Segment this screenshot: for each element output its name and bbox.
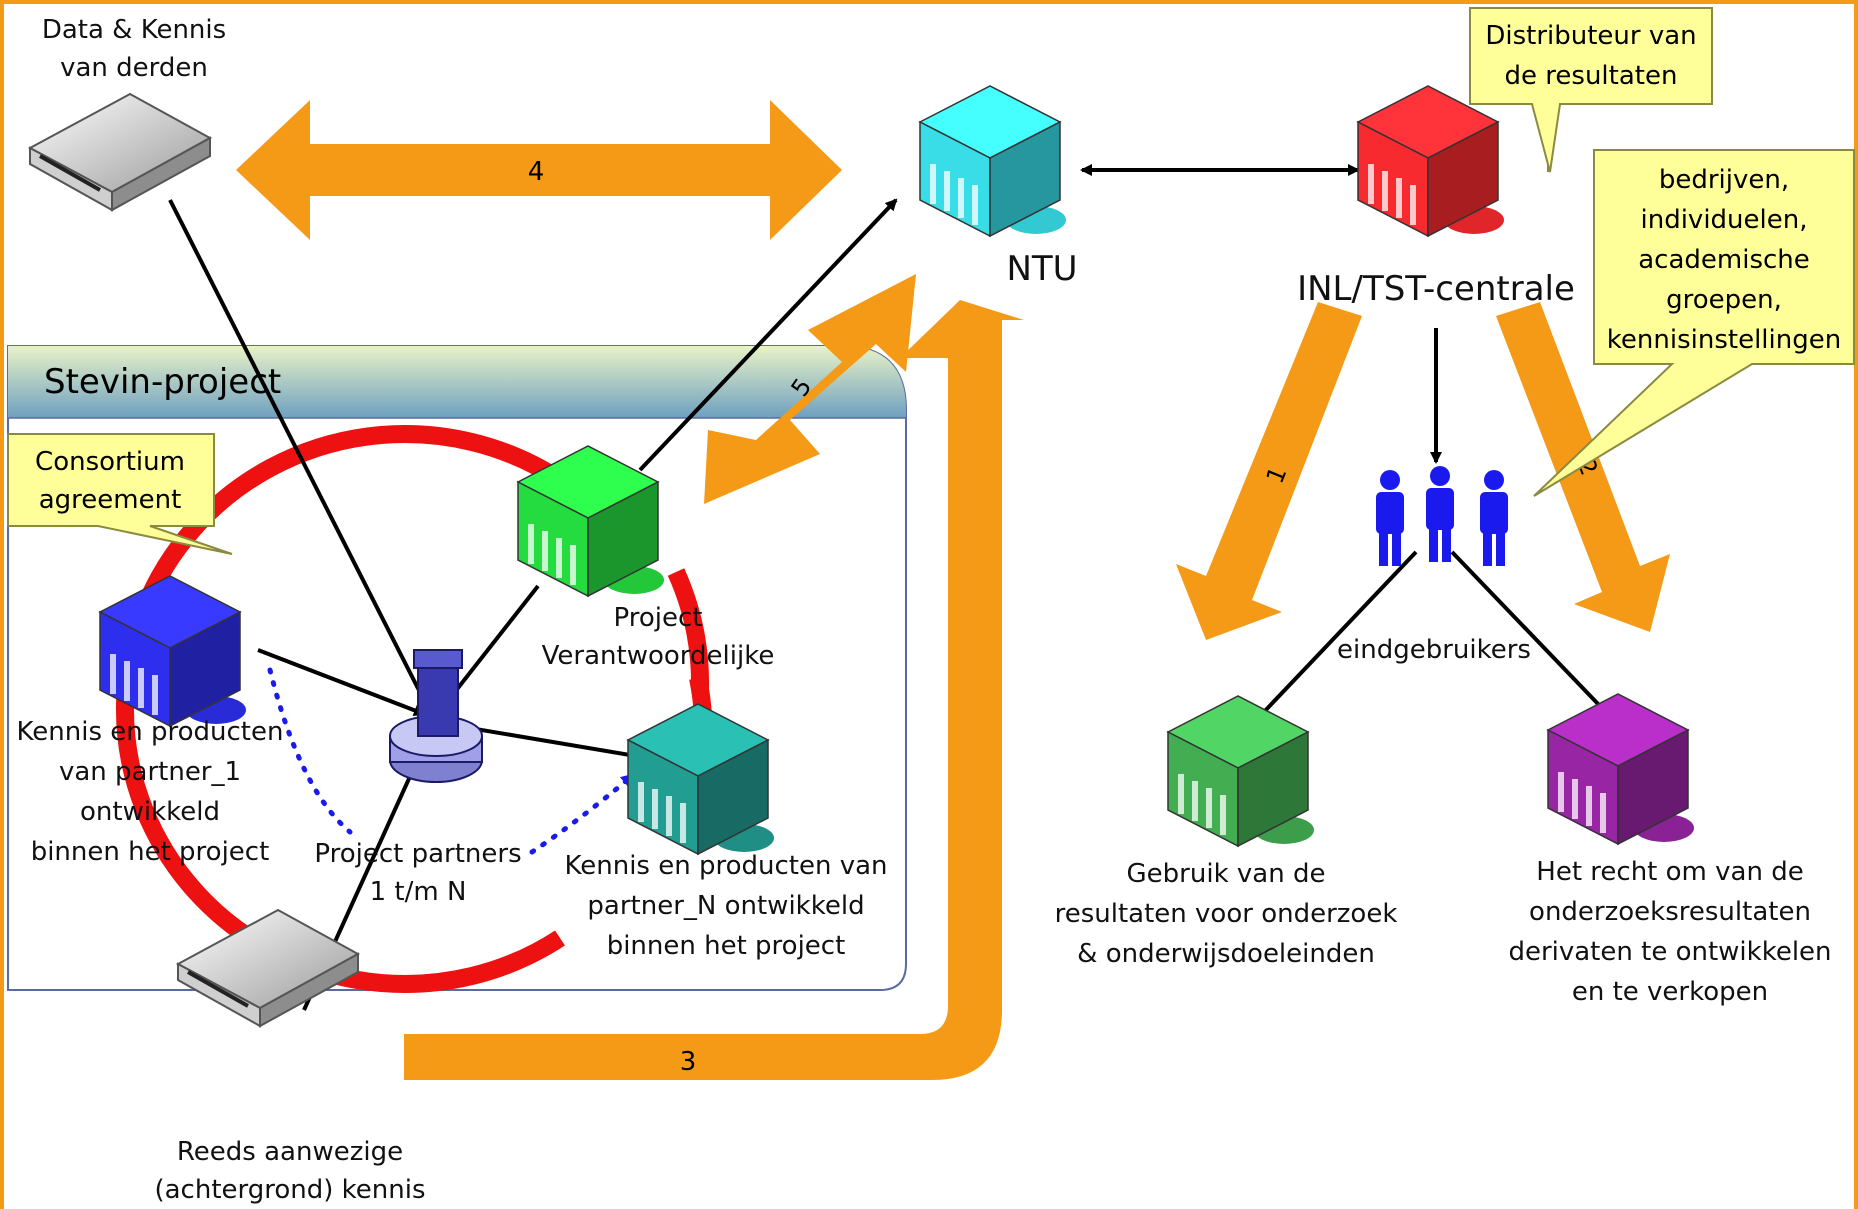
derivatives-label: Het recht om van de onderzoeksresultaten d…	[1508, 857, 1831, 1007]
use-research-building	[1166, 695, 1314, 848]
pNlbl-line-1: Kennis en producten van	[564, 851, 887, 881]
labels: Data & Kennis van derden NTU INL/TST-cen…	[17, 15, 1832, 1205]
background-label-1: Reeds aanwezige	[177, 1137, 403, 1167]
inl-building	[1356, 85, 1504, 238]
derivatives-building	[1546, 693, 1694, 846]
drvlbl-line-2: onderzoeksresultaten	[1529, 897, 1811, 927]
arrow-3-label: 3	[680, 1047, 697, 1077]
usersnote-line-5: kennisinstellingen	[1607, 325, 1841, 355]
background-label-2: (achtergrond) kennis	[154, 1175, 425, 1205]
p1lbl-line-1: Kennis en producten	[17, 717, 284, 747]
arrow-1: 1	[1176, 302, 1362, 640]
partner1-building	[98, 575, 246, 728]
svg-text:Consortium: Consortium	[35, 447, 185, 477]
users-note: bedrijven, individuelen, academische groepe…	[1533, 149, 1855, 497]
pNlbl-line-2: partner_N ontwikkeld	[587, 891, 864, 921]
endusers-label: eindgebruikers	[1337, 635, 1531, 665]
arrow-3: 3	[404, 300, 1024, 1080]
p1lbl-line-4: binnen het project	[31, 837, 270, 867]
usersnote-line-1: bedrijven,	[1659, 165, 1789, 195]
users-note-text: bedrijven, individuelen, academische groepe…	[1607, 165, 1841, 355]
urlbl-line-2: resultaten voor onderzoek	[1055, 899, 1398, 929]
pNlbl-line-3: binnen het project	[607, 931, 846, 961]
server-icon	[175, 908, 361, 1028]
p1lbl-line-3: ontwikkeld	[80, 797, 220, 827]
partnerN-building	[626, 703, 774, 856]
drvlbl-line-3: derivaten te ontwikkelen	[1508, 937, 1831, 967]
distributor-note: Distributeur van de resultaten	[1469, 7, 1713, 173]
partners-label-1: Project partners	[314, 839, 521, 869]
server-icon	[27, 92, 213, 212]
ntu-label: NTU	[1006, 249, 1077, 289]
project-lead-label-2: Verantwoordelijke	[542, 641, 775, 671]
partners-label-2: 1 t/m N	[370, 877, 467, 907]
third-party-label-1: Data & Kennis	[42, 15, 226, 45]
arrow-4-label: 4	[528, 157, 545, 187]
urlbl-line-3: & onderwijsdoeleinden	[1077, 939, 1375, 969]
p1lbl-line-2: van partner_1	[59, 757, 241, 787]
dotted-links	[267, 667, 636, 855]
ntu-building	[918, 85, 1066, 238]
drvlbl-line-4: en te verkopen	[1572, 977, 1768, 1007]
urlbl-line-1: Gebruik van de	[1127, 859, 1326, 889]
usersnote-line-2: individuelen,	[1641, 205, 1808, 235]
project-lead-label-1: Project	[614, 603, 703, 633]
tower-icon	[389, 649, 483, 783]
project-lead-building	[516, 445, 664, 598]
partnerN-label: Kennis en producten van partner_N ontwikk…	[564, 851, 887, 961]
usersnote-line-3: academische	[1638, 245, 1810, 275]
consortium-note: Consortium agreement	[7, 433, 233, 555]
partner1-label: Kennis en producten van partner_1 ontwikke…	[17, 717, 284, 867]
svg-text:agreement: agreement	[39, 485, 182, 515]
inl-label: INL/TST-centrale	[1297, 269, 1575, 309]
usersnote-line-4: groepen,	[1666, 285, 1782, 315]
people-icon	[1376, 466, 1508, 566]
svg-text:de resultaten: de resultaten	[1505, 61, 1678, 91]
arrow-4: 4	[236, 100, 842, 240]
stevin-title: Stevin-project	[44, 362, 281, 402]
drvlbl-line-1: Het recht om van de	[1536, 857, 1803, 887]
third-party-label-2: van derden	[60, 53, 208, 83]
svg-text:Distributeur van: Distributeur van	[1485, 21, 1696, 51]
use-research-label: Gebruik van de resultaten voor onderzoek &…	[1055, 859, 1398, 969]
